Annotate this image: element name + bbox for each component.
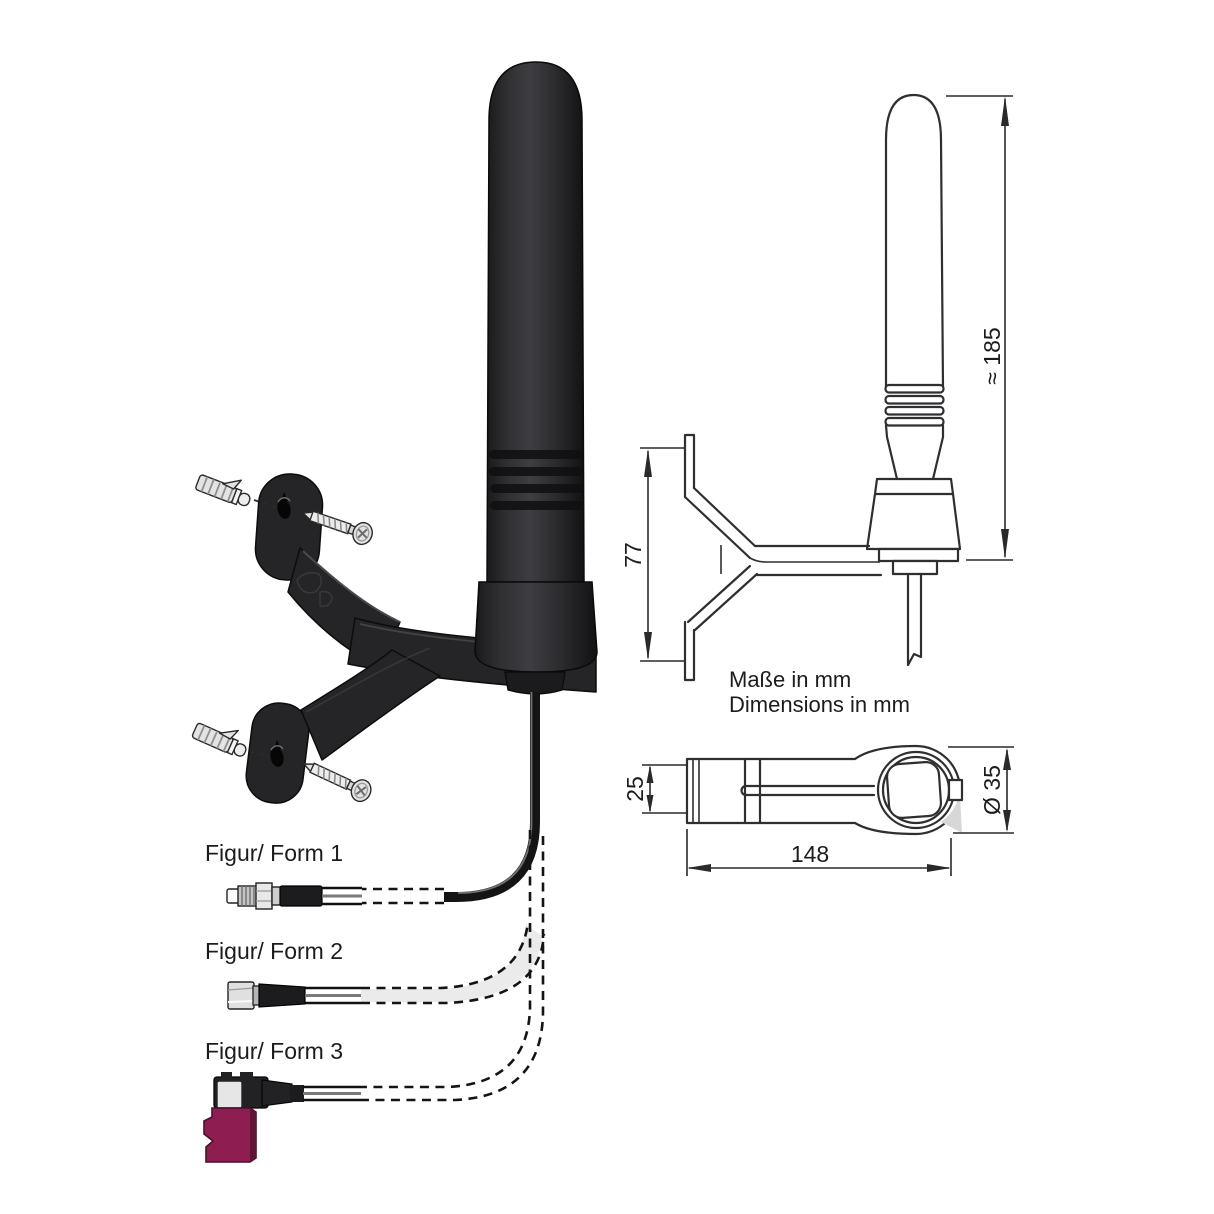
side-view-grooves — [884, 383, 945, 427]
key-notch — [947, 778, 964, 802]
mounting-hole-top — [277, 492, 291, 519]
dimension-overall-length: 148 — [686, 829, 952, 876]
dimension-label-185: ≈ 185 — [979, 327, 1005, 384]
connector-forms — [203, 830, 546, 1163]
cable-route-form2-a — [361, 921, 530, 990]
form3-label: Figur/ Form 3 — [205, 1038, 343, 1064]
antenna-cable — [444, 692, 540, 902]
rod-grooves — [489, 450, 584, 510]
cable-route-form2-b — [361, 933, 546, 1005]
dimension-label-148: 148 — [791, 841, 829, 867]
dimension-label-25: 25 — [622, 776, 648, 802]
embossed-logo — [296, 572, 333, 608]
side-view-drawing: ≈ 185 77 — [620, 93, 1013, 682]
dimension-label-77: 77 — [620, 542, 646, 568]
anchor-leader-top — [253, 499, 277, 508]
base-collar — [504, 671, 566, 695]
dimension-bracket-height: 77 — [620, 447, 684, 662]
form1-cable — [279, 885, 323, 907]
form3-cable-cut — [290, 1085, 361, 1102]
cable-route-form3-a — [361, 830, 532, 1089]
form1-label: Figur/ Form 1 — [205, 840, 343, 866]
antenna-rod-3d — [474, 61, 598, 695]
mounting-hole-bottom — [270, 740, 284, 767]
form1-cable-cut — [322, 886, 362, 906]
dimension-label-35: Ø 35 — [979, 765, 1005, 815]
wall-anchor-top — [194, 464, 257, 510]
form2-label: Figur/ Form 2 — [205, 938, 343, 964]
anchor-leader-bottom — [249, 751, 271, 758]
dimension-overall-height: ≈ 185 — [946, 95, 1013, 561]
cable-route-form3-b — [361, 836, 545, 1102]
units-note-en: Dimensions in mm — [729, 692, 910, 717]
assembly-3d — [190, 61, 598, 902]
units-note-de: Maße in mm — [729, 667, 851, 692]
cable-route-form2-fill — [361, 924, 542, 1002]
fakra-body — [203, 1107, 257, 1163]
antenna-base-cone — [474, 581, 598, 673]
form2-connector-sma — [227, 981, 361, 1010]
form2-cable-cut — [305, 986, 361, 1005]
shaded-corner — [941, 792, 962, 833]
mounting-screw-bottom — [298, 753, 376, 806]
base-cross-section — [885, 761, 943, 819]
form3-connector-fakra — [203, 1072, 361, 1163]
dimension-bracket-width: 25 — [622, 764, 686, 814]
side-view-bracket — [683, 433, 883, 682]
wall-anchor-bottom — [190, 713, 253, 761]
form1-connector-fme — [226, 882, 362, 910]
fakra-ferrule — [216, 1080, 243, 1109]
top-view-drawing: 25 148 Ø 35 — [622, 744, 1014, 876]
form2-cable — [258, 983, 306, 1008]
dimension-base-diameter: Ø 35 — [948, 746, 1014, 834]
